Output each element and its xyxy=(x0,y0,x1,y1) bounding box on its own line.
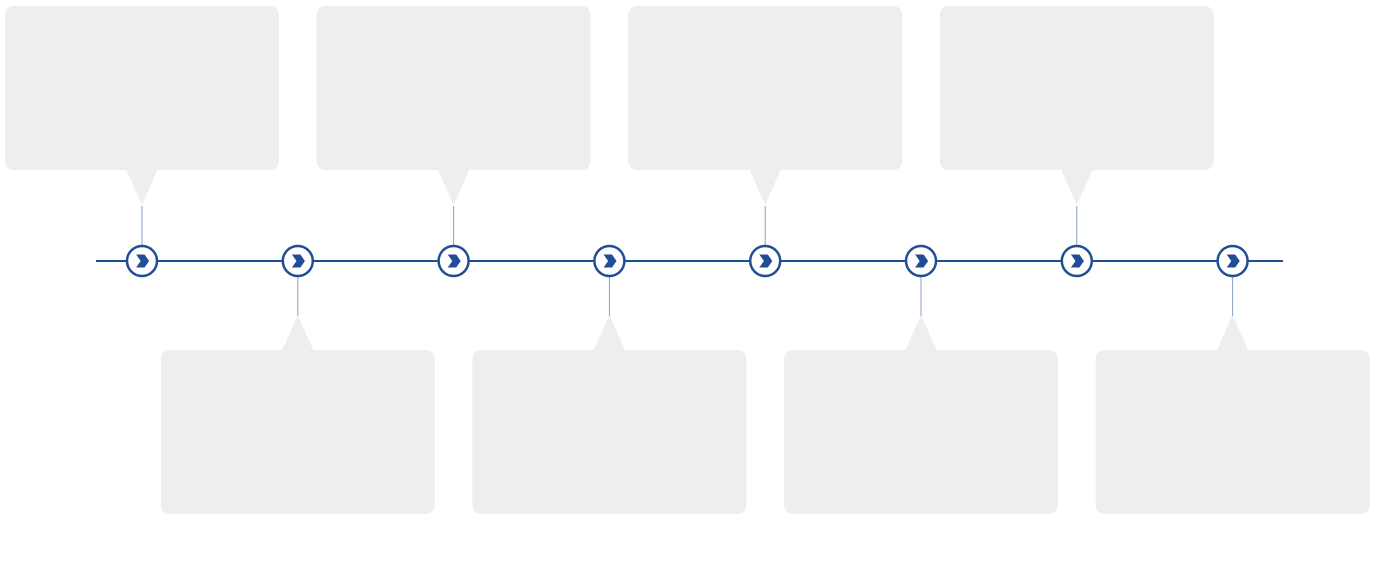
callout-1 xyxy=(5,6,279,246)
callout-5 xyxy=(628,6,903,246)
callout-pointer xyxy=(281,315,314,351)
chevron-right-icon xyxy=(603,254,617,268)
timeline-node-7 xyxy=(1060,244,1094,278)
chevron-right-icon xyxy=(291,254,305,268)
chevron-right-icon xyxy=(915,254,929,268)
callout-box xyxy=(5,6,279,170)
callout-box xyxy=(160,350,435,514)
callout-box xyxy=(939,6,1214,170)
timeline-node-2 xyxy=(281,244,315,278)
chevron-right-icon xyxy=(1070,254,1084,268)
callout-box xyxy=(784,350,1058,514)
callout-box xyxy=(1095,350,1370,514)
timeline-node-5 xyxy=(748,244,782,278)
chevron-right-icon xyxy=(136,254,150,268)
timeline-node-1 xyxy=(125,244,159,278)
callout-pointer xyxy=(905,315,937,351)
chevron-right-icon xyxy=(1226,254,1240,268)
callout-pointer xyxy=(749,169,782,205)
timeline-node-4 xyxy=(593,244,626,278)
callout-2 xyxy=(160,276,435,514)
callout-layer xyxy=(5,6,1370,514)
callout-pointer xyxy=(126,169,158,205)
callout-pointer xyxy=(593,315,626,351)
callout-pointer xyxy=(437,169,470,205)
callout-pointer xyxy=(1216,315,1249,351)
chevron-right-icon xyxy=(447,254,461,268)
timeline-node-8 xyxy=(1216,244,1249,278)
timeline-node-6 xyxy=(904,244,938,278)
callout-3 xyxy=(316,6,591,246)
callout-4 xyxy=(472,276,747,514)
callout-7 xyxy=(939,6,1214,246)
timeline-node-3 xyxy=(437,244,470,278)
callout-pointer xyxy=(1060,169,1093,205)
callout-box xyxy=(628,6,903,170)
callout-6 xyxy=(784,276,1058,514)
callout-8 xyxy=(1095,276,1370,514)
node-layer xyxy=(125,244,1249,278)
callout-box xyxy=(316,6,591,170)
chevron-right-icon xyxy=(759,254,773,268)
callout-box xyxy=(472,350,747,514)
